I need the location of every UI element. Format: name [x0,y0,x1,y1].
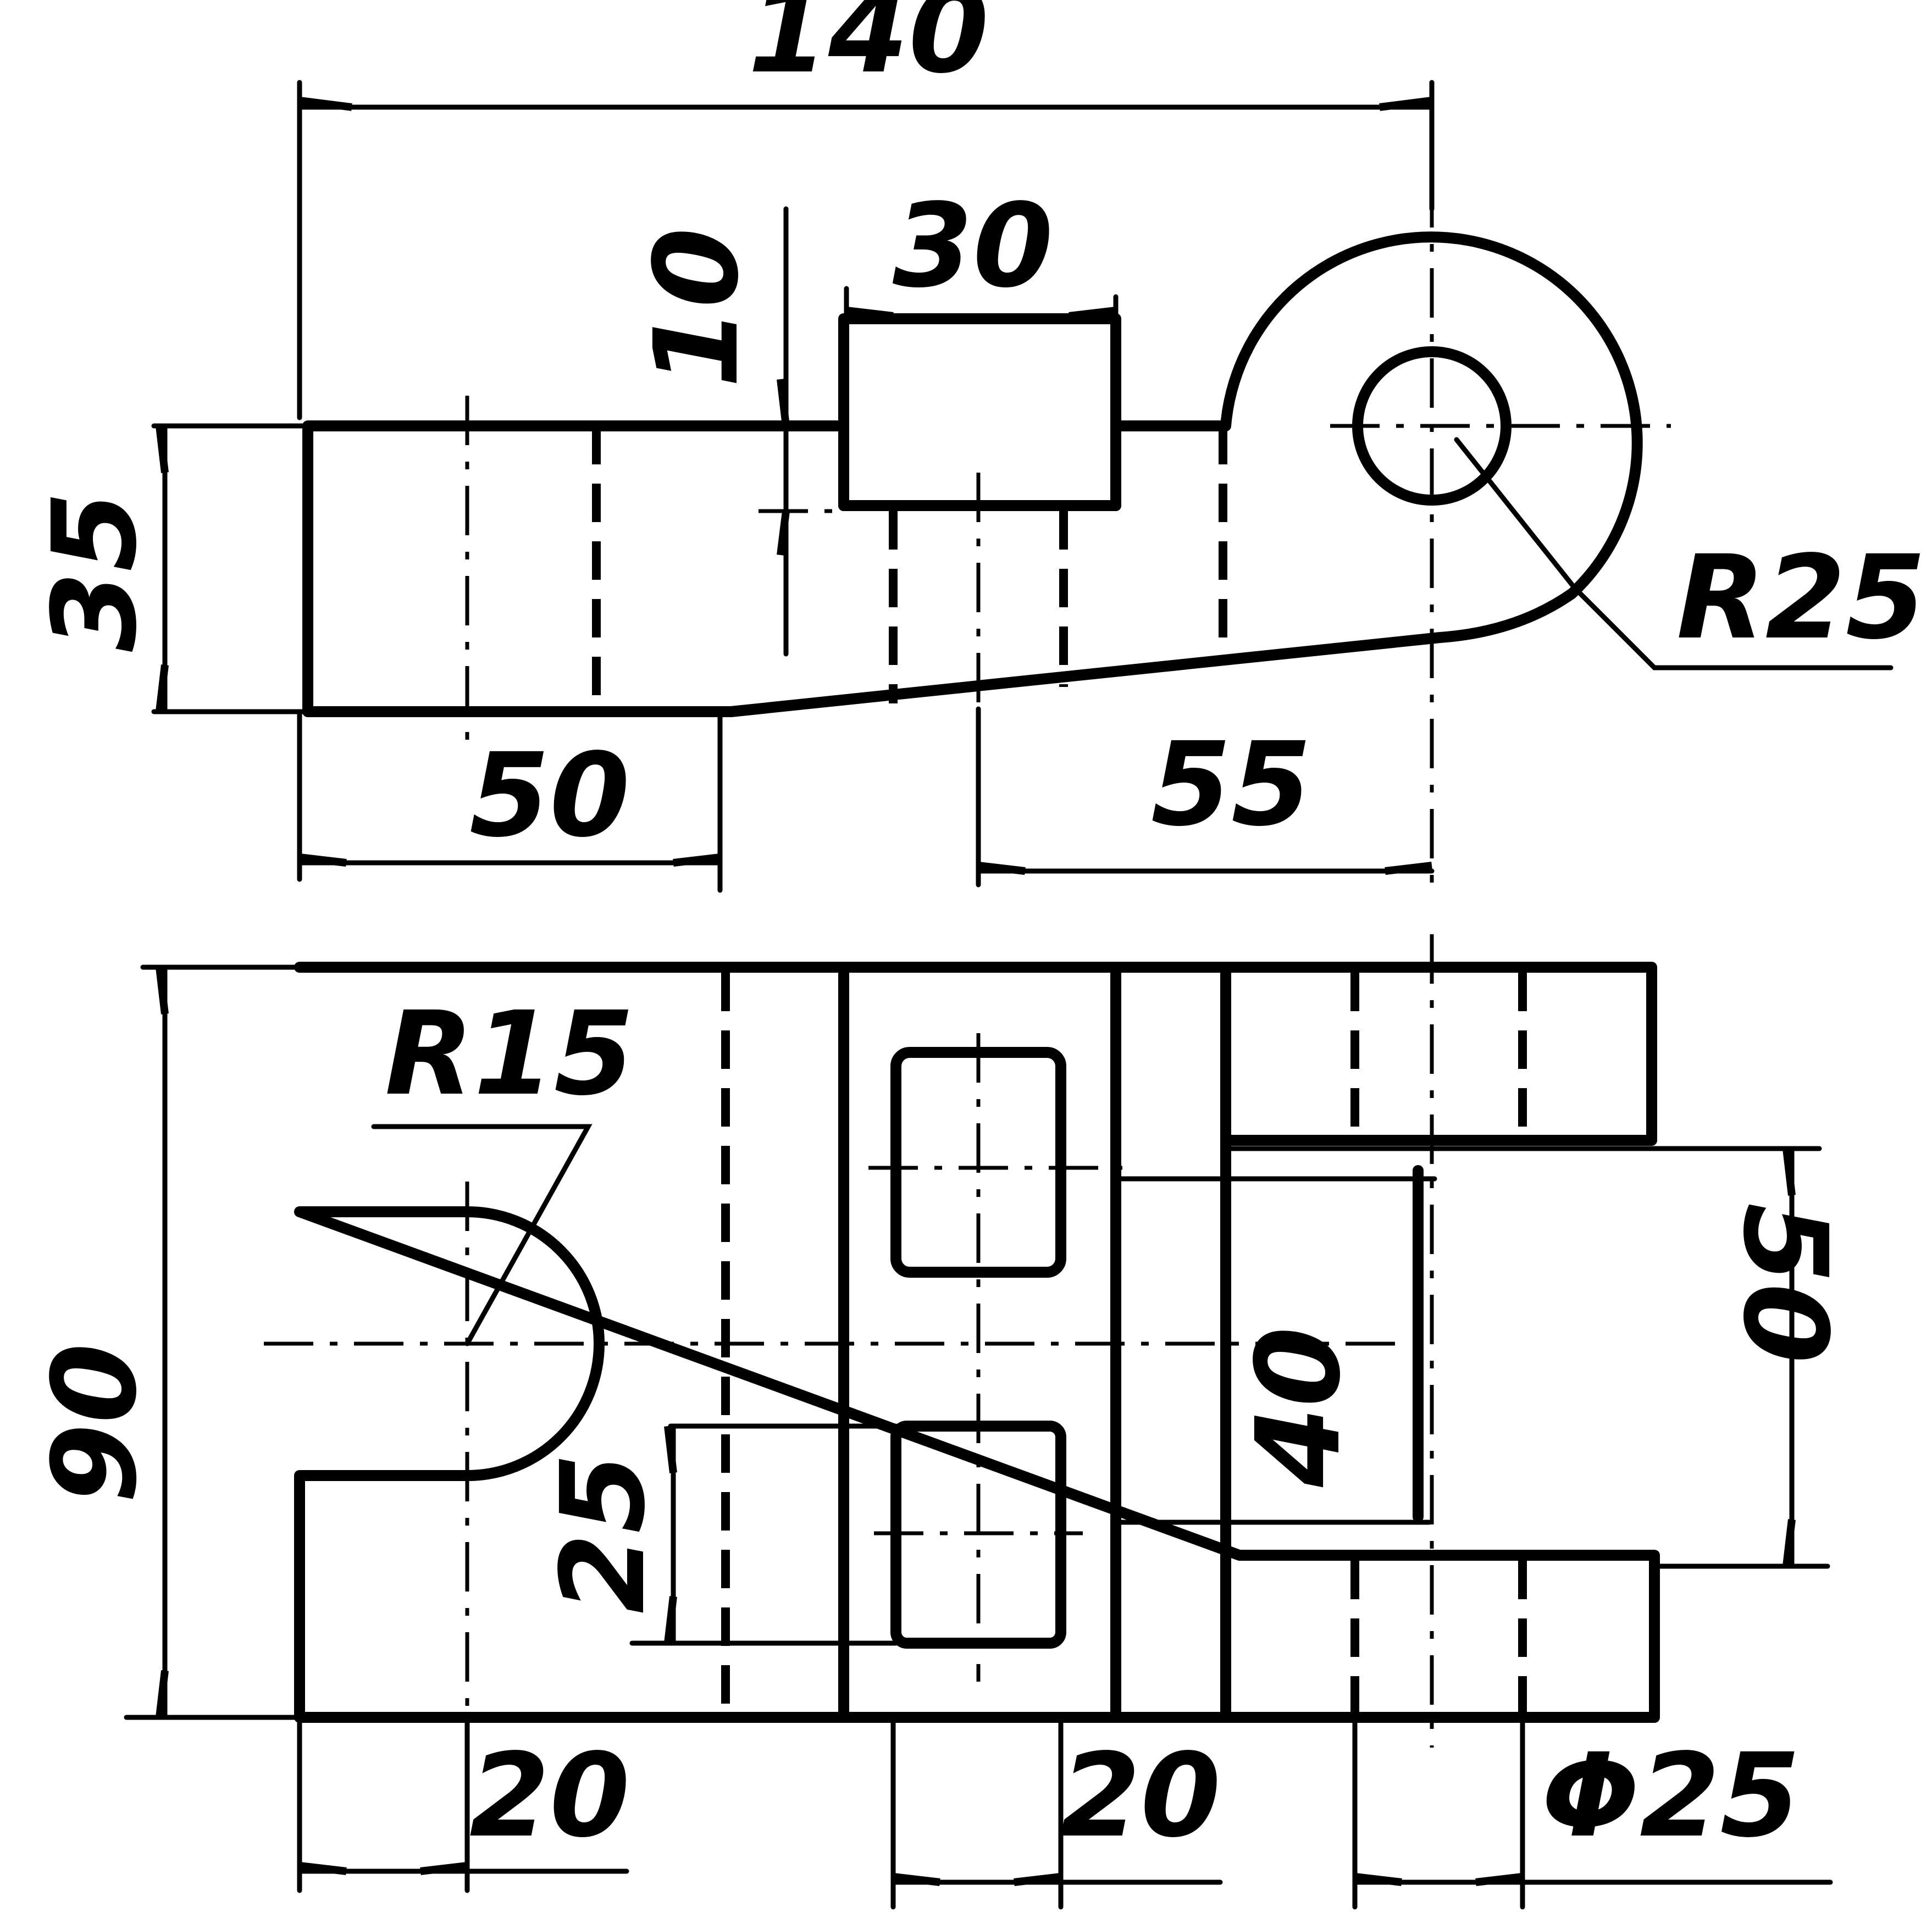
dim-10-label: 10 [629,228,764,388]
dim-r15-label: R15 [385,986,634,1121]
dim-90-label: 90 [27,1343,162,1504]
top-view-outline [294,962,1660,1723]
dim-40-label: 40 [1231,1327,1366,1488]
dim-30-label: 30 [893,179,1053,313]
dim-r25-leader [1454,437,1894,670]
dim-140-label: 140 [748,0,989,99]
dim-35-label: 35 [27,491,162,652]
dim-r15-leader [371,1124,593,1346]
dim-25-label: 25 [536,1453,671,1614]
dim-50-label: 50 [469,728,630,863]
front-view-outline [302,231,1643,717]
dim-phi25-label: Φ25 [1542,1728,1801,1863]
dim-55-label: 55 [1151,717,1311,852]
dim-20b-label: 20 [1060,1728,1221,1863]
top-view: R15 90 25 40 50 20 [27,934,1852,1910]
dim-50r-label: 50 [1718,1203,1852,1363]
dim-20a-label: 20 [469,1728,630,1863]
dim-r25-label: R25 [1676,530,1926,665]
front-view: 140 30 10 35 R25 50 55 [27,0,1926,893]
